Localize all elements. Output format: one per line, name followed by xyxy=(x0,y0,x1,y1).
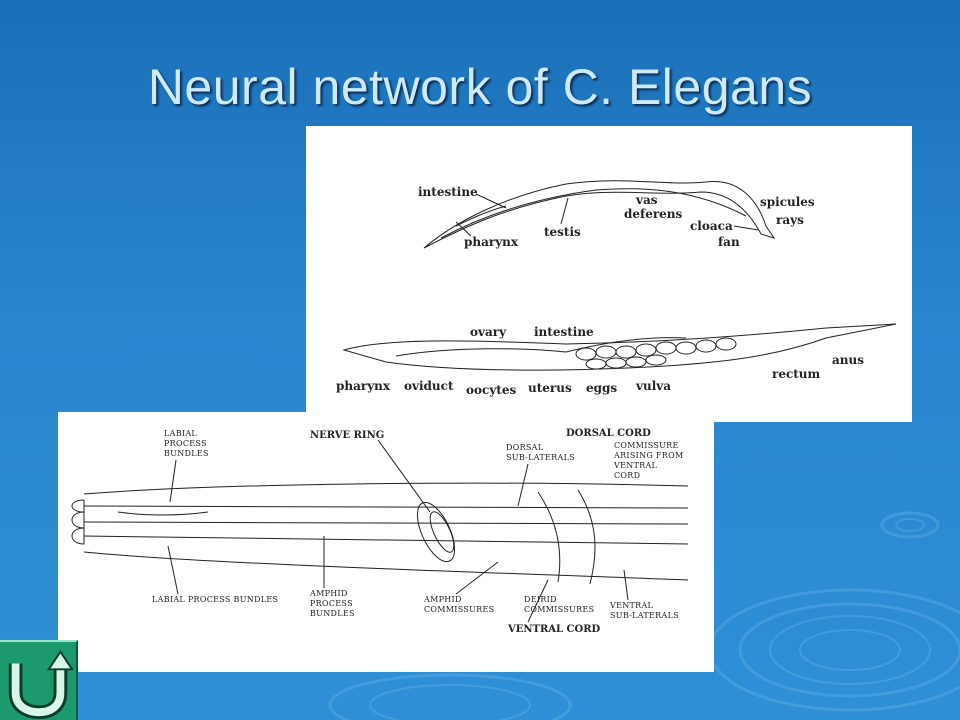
anatomy-diagram-panel: intestine pharynx testis vas deferens cl… xyxy=(306,126,912,422)
label-ventral-cord: VENTRAL CORD xyxy=(507,624,601,635)
male-worm-outline xyxy=(423,180,776,249)
label-labial-bottom: LABIAL PROCESS BUNDLES xyxy=(152,595,278,604)
label-labial-top-1: LABIAL xyxy=(164,429,197,438)
eggs-cluster xyxy=(575,337,737,370)
return-button[interactable] xyxy=(0,640,78,720)
label-spicules: spicules xyxy=(760,195,815,209)
label-amphid-process-3: BUNDLES xyxy=(310,609,355,618)
neural-diagram-panel: LABIAL PROCESS BUNDLES NERVE RING DORSAL… xyxy=(58,412,714,672)
label-commissure-1: COMMISSURE xyxy=(614,441,679,450)
label-deirid-2: COMMISSURES xyxy=(524,605,594,614)
label-oocytes: oocytes xyxy=(466,383,516,397)
label-pharynx: pharynx xyxy=(464,235,519,249)
label-deirid-1: DEIRID xyxy=(524,595,557,604)
label-intestine-male: intestine xyxy=(418,185,478,199)
label-cloaca: cloaca xyxy=(690,219,733,233)
label-labial-top-3: BUNDLES xyxy=(164,449,209,458)
nervous-system-diagram: LABIAL PROCESS BUNDLES NERVE RING DORSAL… xyxy=(71,428,689,635)
label-ventral-sub-2: SUB-LATERALS xyxy=(610,611,679,620)
label-amphid-process-1: AMPHID xyxy=(309,589,348,598)
label-amphid-comm-2: COMMISSURES xyxy=(424,605,494,614)
slide-title: Neural network of C. Elegans xyxy=(147,59,813,115)
label-testis: testis xyxy=(544,225,581,239)
label-commissure-4: CORD xyxy=(614,471,640,480)
nerve-ring xyxy=(416,501,456,563)
label-eggs: eggs xyxy=(586,381,617,395)
label-oviduct: oviduct xyxy=(404,379,454,393)
label-ventral-sub-1: VENTRAL xyxy=(609,601,654,610)
label-amphid-comm-1: AMPHID xyxy=(423,595,462,604)
label-pharynx-herm: pharynx xyxy=(336,379,391,393)
hermaphrodite-worm-outline xyxy=(342,323,897,371)
label-dorsal-cord: DORSAL CORD xyxy=(566,428,651,439)
label-amphid-process-2: PROCESS xyxy=(310,599,353,608)
u-turn-arrow-icon xyxy=(8,650,74,720)
worm-anatomy-diagram: intestine pharynx testis vas deferens cl… xyxy=(336,180,897,397)
label-nerve-ring: NERVE RING xyxy=(310,430,384,441)
label-commissure-2: ARISING FROM xyxy=(613,451,683,460)
label-vulva: vulva xyxy=(635,379,671,393)
label-anus: anus xyxy=(832,353,864,367)
label-dorsal-sub-1: DORSAL xyxy=(506,443,544,452)
label-labial-top-2: PROCESS xyxy=(164,439,207,448)
label-vas: vas xyxy=(635,193,658,207)
label-commissure-3: VENTRAL xyxy=(613,461,658,470)
label-rays: rays xyxy=(776,213,804,227)
label-uterus: uterus xyxy=(528,381,572,395)
label-dorsal-sub-2: SUB-LATERALS xyxy=(506,453,575,462)
label-deferens: deferens xyxy=(624,207,683,221)
label-rectum: rectum xyxy=(772,367,821,381)
label-fan: fan xyxy=(718,235,740,249)
label-intestine-herm: intestine xyxy=(534,325,594,339)
label-ovary: ovary xyxy=(470,325,507,339)
